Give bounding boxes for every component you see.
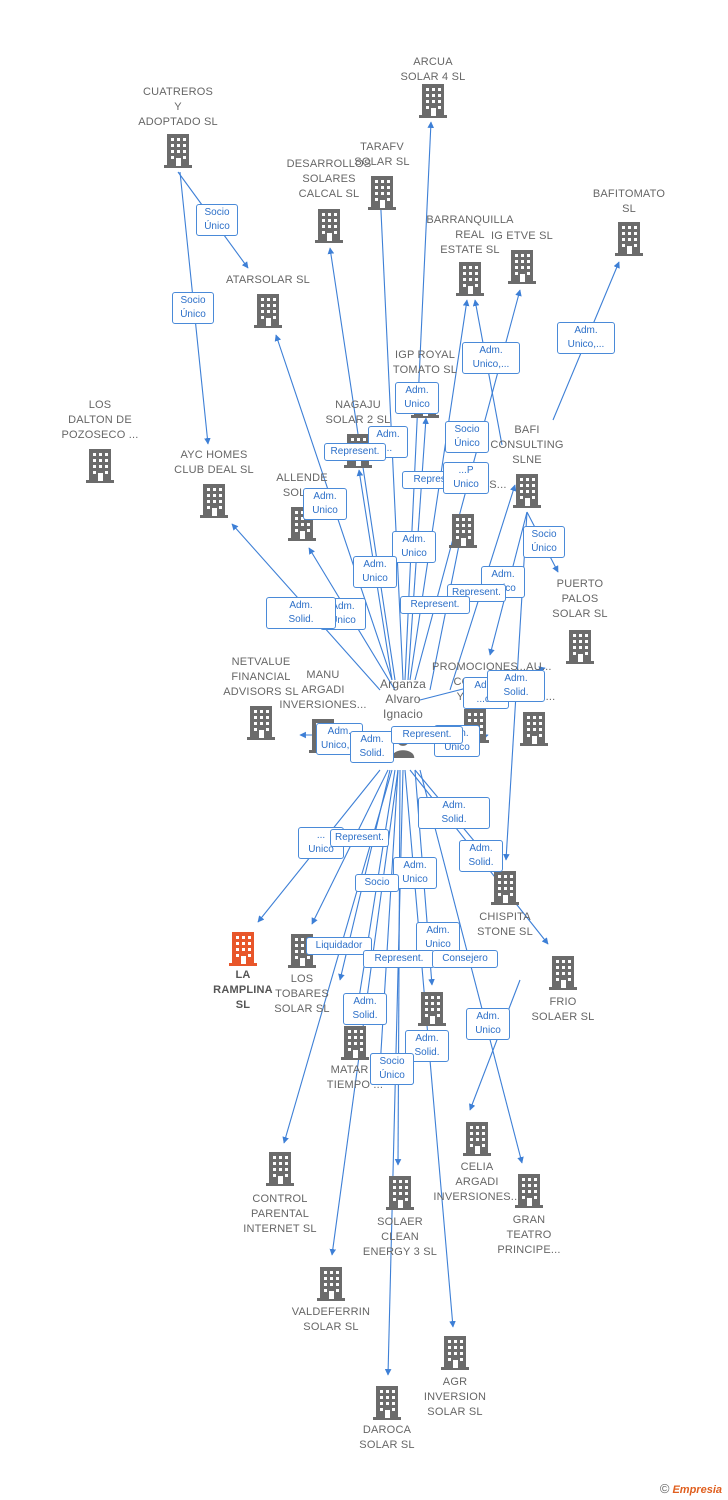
- relation-tag[interactable]: Adm. Unico: [466, 1008, 510, 1040]
- relation-tag[interactable]: Represent.: [363, 950, 435, 968]
- brand-name: Empresia: [672, 1484, 722, 1496]
- relation-tag[interactable]: Adm. Solid.: [343, 993, 387, 1025]
- company-label-granteatro[interactable]: GRAN TEATRO PRINCIPE...: [497, 1214, 561, 1256]
- relation-tag[interactable]: Liquidador: [306, 937, 372, 955]
- company-label-solaer[interactable]: SOLAER CLEAN ENERGY 3 SL: [362, 1216, 438, 1258]
- company-label-chispita[interactable]: CHISPITA STONE SL: [477, 911, 533, 938]
- building-icon[interactable]: [200, 484, 228, 518]
- relation-tag[interactable]: Represent.: [324, 443, 386, 461]
- building-icon[interactable]: [441, 1336, 469, 1370]
- company-label-aychomes[interactable]: AYC HOMES CLUB DEAL SL: [174, 449, 254, 476]
- company-label-netvalue[interactable]: NETVALUE FINANCIAL ADVISORS SL: [223, 656, 299, 698]
- building-icon[interactable]: [229, 932, 257, 966]
- footer-brand: © Empresia: [660, 1481, 722, 1496]
- relation-tag[interactable]: Represent.: [330, 829, 389, 847]
- company-label-celia[interactable]: CELIA ARGADI INVERSIONES...: [433, 1161, 521, 1203]
- relation-tag[interactable]: Adm. Solid.: [266, 597, 336, 629]
- copyright-symbol: ©: [659, 1481, 670, 1496]
- company-label-atarsolar[interactable]: ATARSOLAR SL: [226, 274, 310, 286]
- relation-tag[interactable]: Adm. Unico: [395, 382, 439, 414]
- relation-tag[interactable]: Adm. Unico,...: [557, 322, 615, 354]
- building-icon[interactable]: [164, 134, 192, 168]
- company-label-lostobares[interactable]: LOS TOBARES SOLAR SL: [274, 973, 330, 1015]
- company-label-bafi[interactable]: BAFI CONSULTING SLNE: [490, 424, 564, 466]
- company-label-tarafv[interactable]: TARAFV SOLAR SL: [354, 141, 410, 168]
- relation-tag[interactable]: Socio Único: [370, 1053, 414, 1085]
- relation-edge: [429, 539, 463, 691]
- building-icon[interactable]: [456, 262, 484, 296]
- company-label-allende[interactable]: ALLENDE SOLAR: [276, 472, 328, 499]
- relation-tag[interactable]: Represent.: [400, 596, 470, 614]
- relation-tag[interactable]: Adm. ...: [368, 426, 408, 458]
- company-label-barranquilla[interactable]: BARRANQUILLA REAL ESTATE SL: [426, 214, 514, 256]
- building-icon[interactable]: [463, 1122, 491, 1156]
- building-icon[interactable]: [549, 956, 577, 990]
- company-label-losdalton[interactable]: LOS DALTON DE POZOSECO ...: [61, 399, 139, 441]
- company-label-control[interactable]: CONTROL PARENTAL INTERNET SL: [243, 1193, 317, 1235]
- relation-tag[interactable]: Adm. Unico,...: [462, 342, 520, 374]
- relation-tag[interactable]: ...P Unico: [443, 462, 489, 494]
- relation-tag[interactable]: Represent.: [391, 726, 463, 744]
- company-label-frio[interactable]: FRIO SOLAER SL: [531, 996, 595, 1023]
- company-label-puertopalos[interactable]: PUERTO PALOS SOLAR SL: [552, 578, 608, 620]
- company-label-igetve[interactable]: IG ETVE SL: [491, 230, 553, 242]
- company-label-matar[interactable]: MATAR E TIEMPO ...: [326, 1064, 384, 1091]
- relation-edge: [353, 769, 396, 1018]
- relation-tag[interactable]: Adm. Unico: [416, 922, 460, 954]
- relation-tag[interactable]: Socio Único: [523, 526, 565, 558]
- company-label-daroca[interactable]: DAROCA SOLAR SL: [359, 1424, 415, 1451]
- relation-edge: [409, 299, 470, 681]
- relation-edge: [469, 979, 521, 1111]
- company-label-nagaju[interactable]: NAGAJU SOLAR 2 SL: [325, 399, 391, 426]
- company-label-bafitomato[interactable]: BAFITOMATO SL: [592, 188, 666, 215]
- company-label-agr[interactable]: AGR INVERSION SOLAR SL: [423, 1376, 487, 1418]
- relation-tag[interactable]: Adm. Solid.: [350, 731, 394, 763]
- company-label-valdeferrin[interactable]: VALDEFERRIN SOLAR SL: [291, 1306, 371, 1333]
- relation-edge: [311, 769, 389, 925]
- building-icon[interactable]: [315, 209, 343, 243]
- building-icon[interactable]: [449, 514, 477, 548]
- relation-tag[interactable]: Adm. Solid.: [418, 797, 490, 829]
- company-label-arcua[interactable]: ARCUA SOLAR 4 SL: [400, 56, 466, 83]
- company-label-cuatreros[interactable]: CUATREROS Y ADOPTADO SL: [138, 86, 218, 128]
- relation-tag[interactable]: Adm. Unico: [393, 857, 437, 889]
- building-icon[interactable]: [317, 1267, 345, 1301]
- company-label-laramplina[interactable]: LA RAMPLINA SL: [213, 969, 273, 1011]
- person-label[interactable]: Arganza Alvaro Ignacio: [379, 677, 427, 721]
- building-icon[interactable]: [418, 992, 446, 1026]
- relation-tag[interactable]: Socio: [355, 874, 399, 892]
- building-icon[interactable]: [491, 871, 519, 905]
- building-icon[interactable]: [86, 449, 114, 483]
- company-label-desarrollos[interactable]: DESARROLLOS SOLARES CALCAL SL: [286, 158, 372, 200]
- relation-tag[interactable]: Adm. Solid.: [459, 840, 503, 872]
- company-label-manuargadi[interactable]: MANU ARGADI INVERSIONES...: [279, 669, 367, 711]
- relation-tag[interactable]: Adm. Unico: [353, 556, 397, 588]
- relation-tag[interactable]: Socio Único: [445, 421, 489, 453]
- relation-tag[interactable]: Socio Único: [172, 292, 214, 324]
- building-icon[interactable]: [615, 222, 643, 256]
- relation-tag[interactable]: Adm. Unico: [303, 488, 347, 520]
- relation-tag[interactable]: Socio Único: [196, 204, 238, 236]
- company-label-igproyal[interactable]: IGP ROYAL TOMATO SL: [392, 349, 458, 376]
- building-icon[interactable]: [254, 294, 282, 328]
- relation-tag[interactable]: Adm. Solid.: [487, 670, 545, 702]
- building-icon[interactable]: [566, 630, 594, 664]
- building-icon[interactable]: [266, 1152, 294, 1186]
- relation-tag[interactable]: Adm. Unico: [392, 531, 436, 563]
- building-icon[interactable]: [419, 84, 447, 118]
- relation-tag[interactable]: Consejero: [432, 950, 498, 968]
- building-icon[interactable]: [520, 712, 548, 746]
